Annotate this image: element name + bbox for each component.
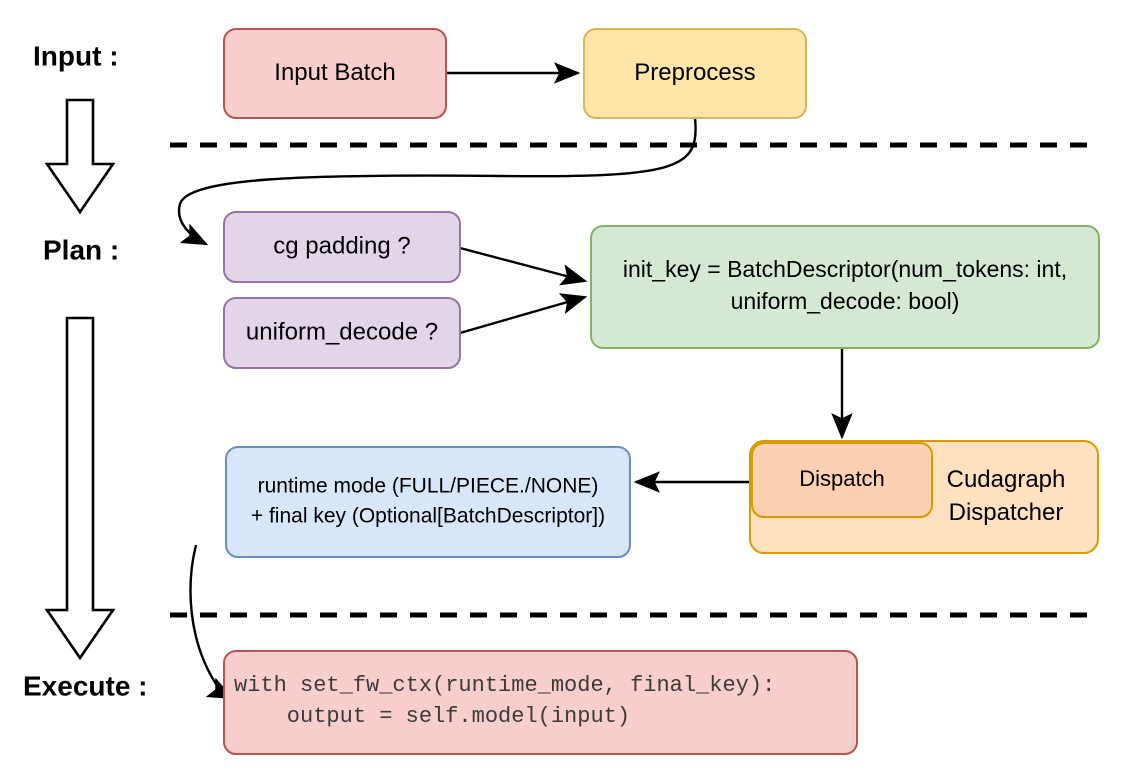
stage-arrow-plan-to-execute bbox=[44, 316, 116, 661]
node-label-preprocess: Preprocess bbox=[634, 59, 755, 86]
node-label-init-key: init_key = BatchDescriptor(num_tokens: i… bbox=[623, 256, 1067, 282]
edge-preprocess-to-cg-padding bbox=[177, 117, 697, 246]
node-execute-code[interactable]: with set_fw_ctx(runtime_mode, final_key)… bbox=[223, 650, 858, 755]
node-box-init-key[interactable] bbox=[590, 225, 1100, 349]
node-label-runtime-mode: + final key (Optional[BatchDescriptor]) bbox=[251, 505, 605, 528]
node-label-uniform-decode: uniform_decode ? bbox=[246, 318, 438, 345]
stage-flow-arrows bbox=[44, 98, 116, 661]
node-init-key[interactable]: init_key = BatchDescriptor(num_tokens: i… bbox=[590, 225, 1100, 349]
node-label-cudagraph-dispatcher: Cudagraph bbox=[947, 466, 1066, 493]
section-dividers bbox=[170, 142, 1098, 618]
node-box-runtime-mode[interactable] bbox=[225, 446, 631, 558]
node-uniform-decode[interactable]: uniform_decode ? bbox=[223, 297, 461, 369]
diagram-nodes: Input Batch Preprocess cg padding ? uniform… bbox=[223, 28, 1100, 755]
node-box-cg-padding[interactable] bbox=[223, 211, 461, 283]
node-label-runtime-mode: runtime mode (FULL/PIECE./NONE) bbox=[258, 475, 599, 498]
stage-label-plan: Plan : bbox=[43, 234, 119, 265]
node-box-dispatch[interactable] bbox=[751, 442, 933, 518]
node-label-dispatch: Dispatch bbox=[799, 466, 885, 491]
stage-labels: Input : Plan : Execute : bbox=[23, 40, 148, 701]
node-box-input-batch[interactable] bbox=[223, 28, 447, 119]
node-label-execute-code: with set_fw_ctx(runtime_mode, final_key)… bbox=[234, 673, 775, 698]
node-label-input-batch: Input Batch bbox=[274, 59, 395, 86]
node-box-execute-code[interactable] bbox=[223, 650, 858, 755]
edge-uniform-decode-to-init-key bbox=[459, 293, 588, 335]
node-cg-padding[interactable]: cg padding ? bbox=[223, 211, 461, 283]
node-input-batch[interactable]: Input Batch bbox=[223, 28, 447, 119]
node-label-init-key: uniform_decode: bool) bbox=[731, 288, 960, 314]
node-label-cg-padding: cg padding ? bbox=[273, 232, 410, 259]
node-box-uniform-decode[interactable] bbox=[223, 297, 461, 369]
node-label-cudagraph-dispatcher: Dispatcher bbox=[949, 499, 1064, 526]
stage-label-execute: Execute : bbox=[23, 670, 148, 701]
node-label-execute-code: output = self.model(input) bbox=[234, 704, 630, 729]
node-preprocess[interactable]: Preprocess bbox=[583, 28, 807, 119]
connector-edges bbox=[177, 62, 853, 700]
node-box-preprocess[interactable] bbox=[583, 28, 807, 119]
node-runtime-mode[interactable]: runtime mode (FULL/PIECE./NONE) + final k… bbox=[225, 446, 631, 558]
stage-label-input: Input : bbox=[33, 40, 119, 71]
edge-cg-padding-to-init-key bbox=[459, 246, 588, 286]
node-dispatch[interactable]: Dispatch bbox=[751, 442, 933, 518]
stage-arrow-input-to-plan bbox=[44, 98, 116, 215]
